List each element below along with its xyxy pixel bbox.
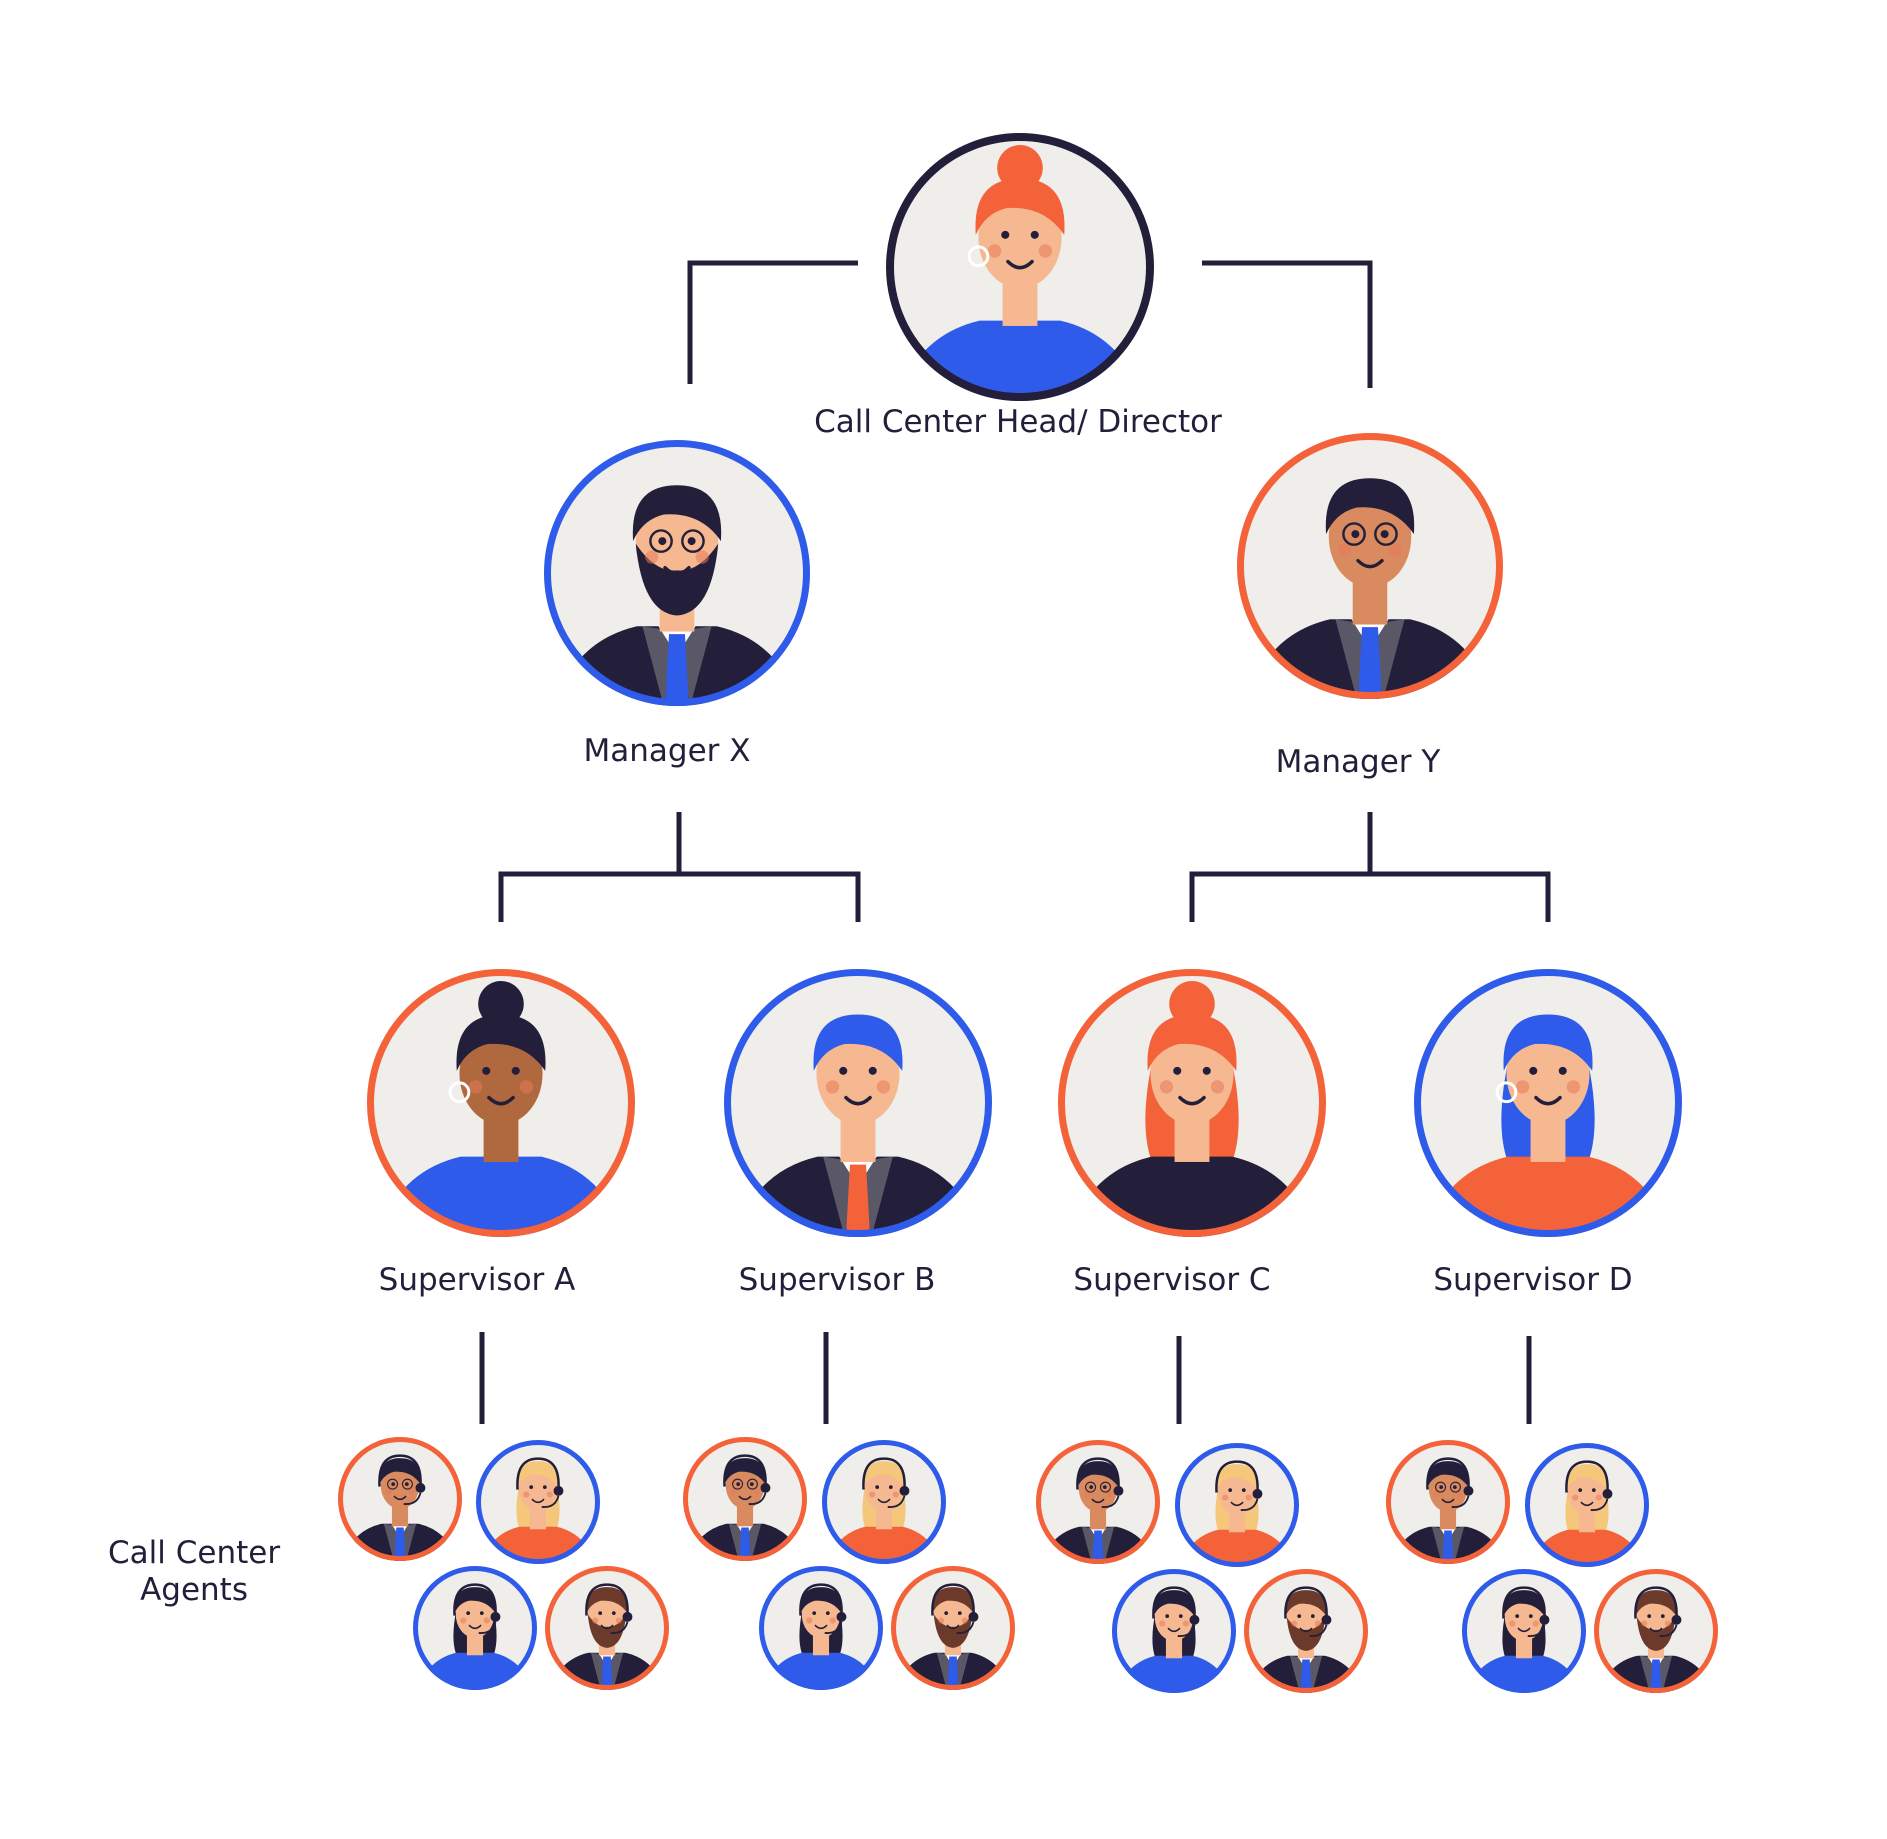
agent-avatar-d-4 — [1594, 1569, 1718, 1693]
supervisor-a-title: Supervisor A — [378, 1262, 576, 1298]
agent-avatar-c-1 — [1036, 1440, 1160, 1564]
agent-avatar-c-4 — [1244, 1569, 1368, 1693]
supervisor-d-avatar — [1414, 969, 1682, 1237]
director-avatar — [886, 133, 1154, 401]
agent-avatar-d-1 — [1386, 1440, 1510, 1564]
connector-lines — [479, 260, 1551, 1424]
head-to-manager-y — [1202, 260, 1373, 388]
agents-title: Call Center Agents — [108, 1535, 280, 1609]
agent-avatar-c-3 — [1112, 1569, 1236, 1693]
manager-x-to-supervisors — [498, 812, 861, 922]
agent-avatar-a-2 — [476, 1440, 600, 1564]
supervisor-d-title: Supervisor D — [1433, 1262, 1633, 1298]
supervisor-b-avatar — [724, 969, 992, 1237]
head-title: Call Center Head/ Director — [814, 404, 1222, 440]
agents-title-line1: Call Center — [108, 1535, 281, 1571]
manager-x-avatar — [544, 440, 810, 706]
manager-y-to-supervisors — [1189, 812, 1551, 922]
agent-avatar-a-1 — [338, 1437, 462, 1561]
manager-x-title: Manager X — [583, 733, 751, 769]
avatars — [338, 133, 1718, 1693]
supervisor-c-title: Supervisor C — [1073, 1262, 1271, 1298]
agent-avatar-a-4 — [545, 1566, 669, 1690]
agent-avatar-b-2 — [822, 1440, 946, 1564]
agent-avatar-a-3 — [413, 1566, 537, 1690]
manager-y-avatar — [1237, 433, 1503, 699]
agent-avatar-b-1 — [683, 1437, 807, 1561]
agent-avatar-d-3 — [1462, 1569, 1586, 1693]
agents-title-line2: Agents — [140, 1572, 248, 1608]
agent-avatar-d-2 — [1525, 1443, 1649, 1567]
agent-avatar-c-2 — [1175, 1443, 1299, 1567]
agent-avatar-b-3 — [759, 1566, 883, 1690]
supervisor-a-avatar — [367, 969, 635, 1237]
agent-avatar-b-4 — [891, 1566, 1015, 1690]
supervisor-b-title: Supervisor B — [738, 1262, 936, 1298]
manager-y-title: Manager Y — [1275, 744, 1441, 780]
head-to-manager-x — [687, 260, 858, 384]
supervisor-c-avatar — [1058, 969, 1326, 1237]
